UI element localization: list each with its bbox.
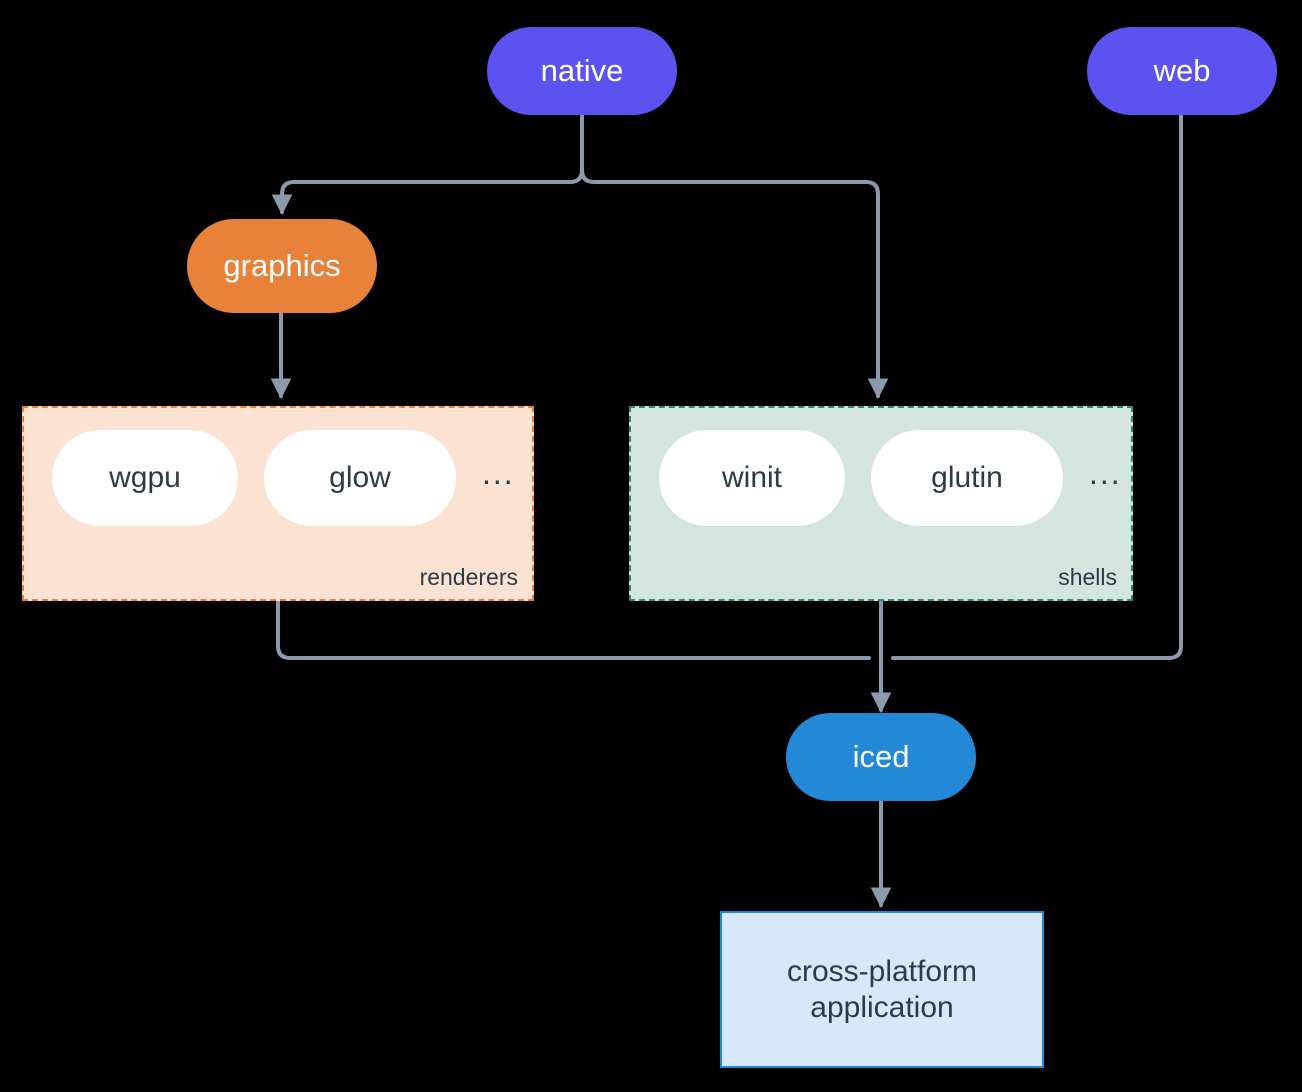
renderers-overflow-ellipsis: ... bbox=[482, 455, 515, 491]
item-wgpu-label: wgpu bbox=[109, 461, 181, 494]
node-graphics-label: graphics bbox=[223, 247, 341, 283]
group-renderers-caption: renderers bbox=[419, 564, 518, 590]
edge-native-to-shells bbox=[580, 113, 889, 400]
item-glutin[interactable]: glutin bbox=[871, 430, 1063, 526]
group-renderers-items: wgpu glow ... bbox=[52, 430, 515, 526]
edge-renderers-to-iced bbox=[276, 599, 871, 660]
node-native-label: native bbox=[540, 52, 624, 88]
node-application-label: cross-platform application bbox=[786, 955, 978, 1024]
edge-native-to-graphics bbox=[271, 113, 584, 216]
node-web-label: web bbox=[1153, 52, 1211, 88]
node-iced[interactable]: iced bbox=[786, 713, 976, 801]
node-application[interactable]: cross-platform application bbox=[720, 911, 1044, 1068]
item-wgpu[interactable]: wgpu bbox=[52, 430, 238, 526]
item-glow[interactable]: glow bbox=[264, 430, 456, 526]
node-graphics[interactable]: graphics bbox=[187, 219, 377, 313]
shells-overflow-ellipsis: ... bbox=[1089, 455, 1122, 491]
node-native[interactable]: native bbox=[487, 27, 677, 115]
group-shells: winit glutin ... shells bbox=[629, 406, 1133, 601]
item-winit[interactable]: winit bbox=[659, 430, 845, 526]
group-shells-caption: shells bbox=[1058, 564, 1117, 590]
node-web[interactable]: web bbox=[1087, 27, 1277, 115]
item-winit-label: winit bbox=[721, 461, 782, 494]
item-glutin-label: glutin bbox=[931, 461, 1003, 494]
group-renderers: wgpu glow ... renderers bbox=[22, 406, 534, 601]
group-shells-items: winit glutin ... bbox=[659, 430, 1122, 526]
item-glow-label: glow bbox=[329, 461, 391, 494]
node-iced-label: iced bbox=[852, 738, 910, 774]
